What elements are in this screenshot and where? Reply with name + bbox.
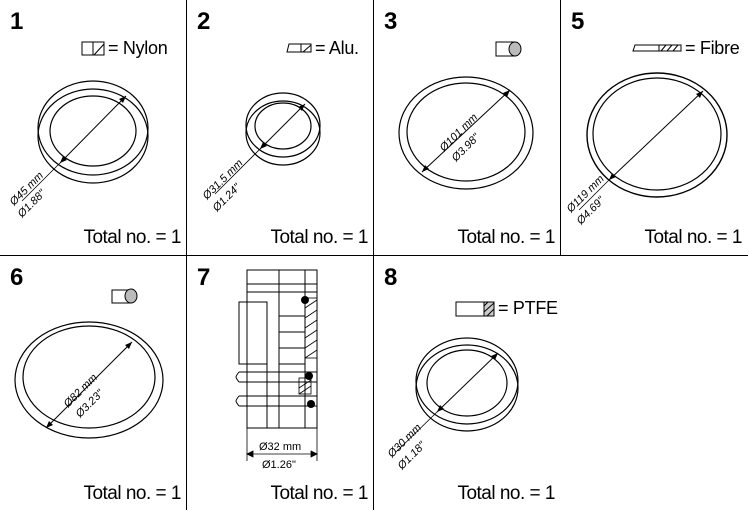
part-2-drawing: Ø31.5 mm Ø1.24" bbox=[200, 43, 321, 215]
part-cell-3: Ø101 mm Ø3.98" 3 Total no. = 1 bbox=[374, 0, 561, 255]
ring-5-icon bbox=[586, 72, 728, 198]
part-1-drawing: Ø45 mm Ø1.88" bbox=[7, 41, 149, 221]
part-cell-2: Ø31.5 mm Ø1.24" 2 = Alu. Total no. = 1 bbox=[187, 0, 374, 255]
material-label: = Fibre bbox=[685, 38, 740, 58]
round-section-swatch-icon bbox=[111, 288, 138, 304]
part-7-dia-in: Ø1.26" bbox=[262, 459, 296, 471]
dimension-line-7-icon bbox=[246, 428, 318, 461]
total-count: Total no. = 1 bbox=[457, 227, 555, 248]
material-label: = PTFE bbox=[498, 298, 558, 318]
ring-2-icon bbox=[245, 92, 321, 166]
dimension-line-1-icon bbox=[21, 95, 127, 202]
grid-divider-v3 bbox=[560, 0, 561, 255]
total-count: Total no. = 1 bbox=[83, 227, 181, 248]
ring-1-icon bbox=[37, 80, 149, 184]
dimension-line-3-icon bbox=[421, 89, 511, 173]
part-5-drawing: Ø119 mm Ø4.69" bbox=[564, 44, 728, 228]
part-8-drawing: Ø30 mm Ø1.18" bbox=[385, 301, 519, 473]
fibre-swatch-icon bbox=[632, 44, 682, 52]
part-number: 7 bbox=[197, 264, 211, 291]
part-cell-5: Ø119 mm Ø4.69" 5 = Fibre Total no. = 1 bbox=[561, 0, 748, 255]
ring-6-icon bbox=[14, 321, 164, 439]
ptfe-swatch-icon bbox=[455, 301, 495, 317]
aluminium-swatch-icon bbox=[286, 43, 312, 53]
round-section-swatch-icon bbox=[495, 41, 522, 57]
dimension-line-5-icon bbox=[578, 90, 704, 211]
part-number: 1 bbox=[10, 8, 24, 35]
part-number: 2 bbox=[197, 8, 211, 35]
ring-8-icon bbox=[415, 337, 519, 432]
total-count: Total no. = 1 bbox=[270, 483, 368, 504]
grid-divider-h bbox=[0, 255, 748, 256]
part-7-dia-mm: Ø32 mm bbox=[259, 441, 301, 453]
part-cell-8: Ø30 mm Ø1.18" 8 = PTFE Total no. = 1 bbox=[374, 256, 561, 511]
total-count: Total no. = 1 bbox=[644, 227, 742, 248]
part-number: 6 bbox=[10, 264, 24, 291]
part-cell-6: Ø82 mm Ø3.23" 6 Total no. = 1 bbox=[0, 256, 187, 511]
part-3-drawing: Ø101 mm Ø3.98" bbox=[398, 41, 534, 190]
dimension-line-2-icon bbox=[214, 103, 306, 195]
total-count: Total no. = 1 bbox=[83, 483, 181, 504]
section-hatching-icon bbox=[298, 297, 318, 395]
part-cell-7: Ø32 mm Ø1.26" 7 Total no. = 1 bbox=[187, 256, 374, 511]
ring-3-icon bbox=[398, 76, 534, 190]
part-number: 5 bbox=[571, 8, 585, 35]
empty-cell bbox=[561, 256, 748, 511]
material-label: = Nylon bbox=[108, 38, 168, 58]
nylon-swatch-icon bbox=[81, 41, 105, 56]
dimension-line-6-icon bbox=[45, 341, 133, 429]
part-number: 8 bbox=[384, 264, 398, 291]
part-7-drawing: Ø32 mm Ø1.26" bbox=[235, 269, 318, 471]
dimension-line-8-icon bbox=[395, 352, 499, 453]
o-ring-seal-icon bbox=[301, 296, 315, 408]
part-cell-1: Ø45 mm Ø1.88" 1 = Nylon Total no. = 1 bbox=[0, 0, 187, 255]
part-6-drawing: Ø82 mm Ø3.23" bbox=[14, 288, 164, 439]
part-number: 3 bbox=[384, 8, 398, 35]
material-label: = Alu. bbox=[315, 38, 359, 58]
total-count: Total no. = 1 bbox=[270, 227, 368, 248]
total-count: Total no. = 1 bbox=[457, 483, 555, 504]
